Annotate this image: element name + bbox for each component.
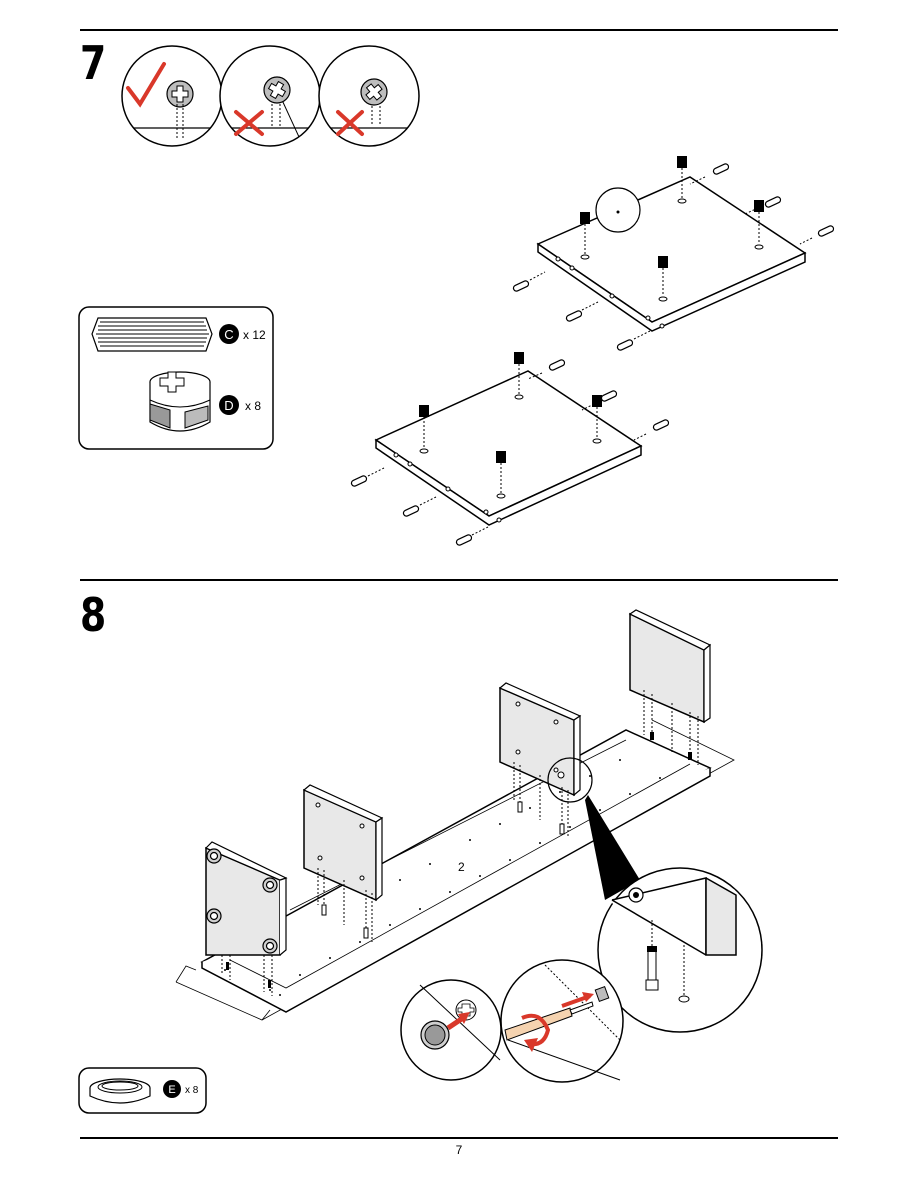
glide-insertion-detail: [401, 980, 501, 1080]
detail-circle: [596, 188, 640, 232]
part-d-qty: x 8: [245, 399, 261, 413]
cam-lock-icon: [150, 372, 210, 431]
shelf-panel-upper: [512, 156, 834, 351]
part-d-letter: D: [224, 398, 233, 413]
plastic-glide-icon: [207, 909, 221, 923]
cam-bolt-icon: [646, 946, 658, 990]
part-e-qty: x 8: [185, 1085, 199, 1096]
cam-orientation-wrong-1: [210, 46, 330, 150]
part-c-qty: x 12: [243, 328, 266, 342]
wooden-dowel-icon: [92, 318, 212, 351]
plastic-glide-icon: [263, 878, 277, 892]
plastic-glide-icon: [207, 849, 221, 863]
parts-box-step-8: E x 8: [79, 1068, 206, 1113]
parts-box-step-7: C x 12 D x 8: [79, 307, 273, 449]
plastic-glide-icon: [263, 939, 277, 953]
screwdriver-detail: [501, 960, 623, 1082]
base-panel-label: 2: [458, 860, 465, 874]
plastic-glide-icon: [90, 1079, 150, 1103]
cam-orientation-wrong-2: [310, 46, 430, 146]
part-c-letter: C: [224, 327, 233, 342]
shelf-panel-lower: [350, 352, 669, 546]
part-e-letter: E: [168, 1084, 175, 1096]
